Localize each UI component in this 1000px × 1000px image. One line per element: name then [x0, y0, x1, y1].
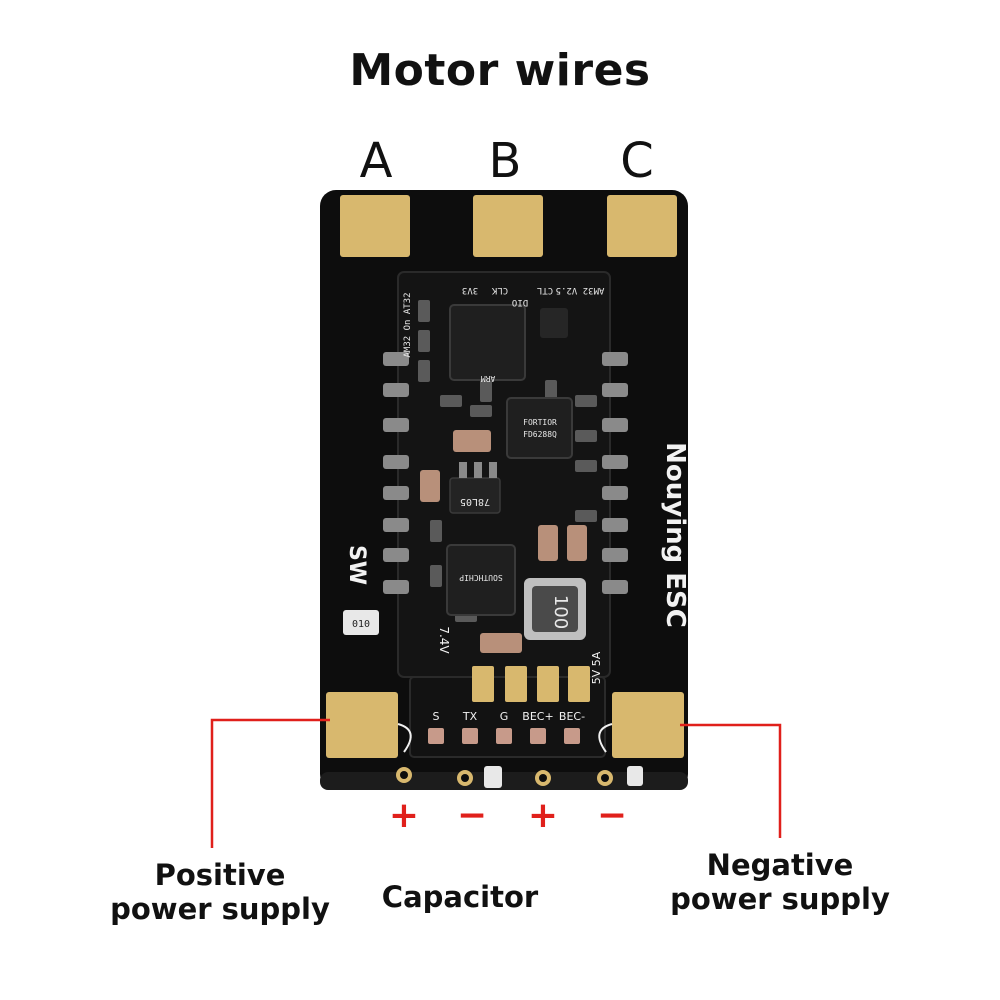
- version-label: AM32 V2.5: [556, 285, 605, 295]
- positive-callout-line-2: power supply: [110, 892, 330, 927]
- svg-text:CLK: CLK: [491, 285, 508, 295]
- sign-positive-2: +: [527, 795, 559, 836]
- brand-label: Nouying ESC: [660, 442, 690, 628]
- svg-text:DIO: DIO: [512, 297, 528, 307]
- driver-chip: [506, 397, 573, 459]
- phase-label-c: C: [620, 133, 654, 189]
- pcb-edge: [320, 772, 688, 790]
- right-castellated-pads: [602, 352, 628, 594]
- positive-power-pad: [326, 692, 398, 758]
- negative-callout-line-1: Negative: [706, 848, 854, 882]
- svg-text:BEC+: BEC+: [522, 710, 553, 723]
- transistor: [540, 308, 568, 338]
- cap-code-text: 010: [352, 619, 370, 630]
- smd-cap: [343, 610, 379, 635]
- capacitor-callout: Capacitor: [381, 880, 539, 914]
- buck-chip: [446, 544, 516, 616]
- negative-power-pad: [612, 692, 684, 758]
- phase-label-a: A: [359, 133, 393, 189]
- negative-callout-line: [680, 723, 782, 838]
- phase-label-b: B: [488, 133, 522, 189]
- mcu-chip: [449, 304, 526, 381]
- passive-components: [418, 300, 597, 622]
- svg-text:CTL: CTL: [537, 285, 553, 295]
- motor-pad-a: [340, 195, 410, 257]
- sign-positive-1: +: [388, 795, 420, 836]
- top-pin-labels: 3V3 CLK DIO CTL: [462, 285, 553, 307]
- svg-text:G: G: [500, 710, 509, 723]
- firmware-label: AM32 On AT32: [403, 292, 413, 357]
- mcu-marking: ARM: [481, 374, 496, 383]
- signal-pin-labels: S TX G BEC+ BEC-: [433, 710, 586, 723]
- motor-pad-c: [607, 195, 677, 257]
- positive-supply-callout: Positive power supply: [110, 858, 330, 926]
- svg-text:S: S: [433, 710, 440, 723]
- bec-label: 5V 5A: [590, 651, 603, 684]
- signal-pads: [428, 728, 580, 744]
- positive-callout-line: [210, 718, 330, 848]
- svg-text:TX: TX: [462, 710, 478, 723]
- ceramic-capacitors: [420, 430, 587, 653]
- sw-label: SW: [344, 545, 369, 585]
- regulator-marking: 78L05: [460, 496, 490, 507]
- motor-pad-b: [473, 195, 543, 257]
- inductor-marking: 100: [550, 595, 571, 629]
- left-castellated-pads: [383, 352, 409, 594]
- voltage-label: 7.4V: [437, 626, 451, 654]
- negative-supply-callout: Negative power supply: [660, 848, 900, 916]
- diagram-title: Motor wires: [349, 45, 651, 96]
- svg-text:3V3: 3V3: [462, 285, 478, 295]
- driver-sub-marking: FD6288Q: [523, 430, 557, 439]
- bec-pads: [472, 666, 590, 702]
- svg-text:BEC-: BEC-: [559, 710, 585, 723]
- sign-negative-2: −: [596, 795, 628, 836]
- capacitor-holes: [396, 767, 613, 786]
- negative-callout-line-2: power supply: [670, 882, 890, 917]
- buck-marking: SOUTHCHIP: [459, 573, 503, 582]
- positive-callout-line-1: Positive: [154, 858, 286, 892]
- sign-negative-1: −: [456, 795, 488, 836]
- driver-marking: FORTIOR: [523, 418, 557, 427]
